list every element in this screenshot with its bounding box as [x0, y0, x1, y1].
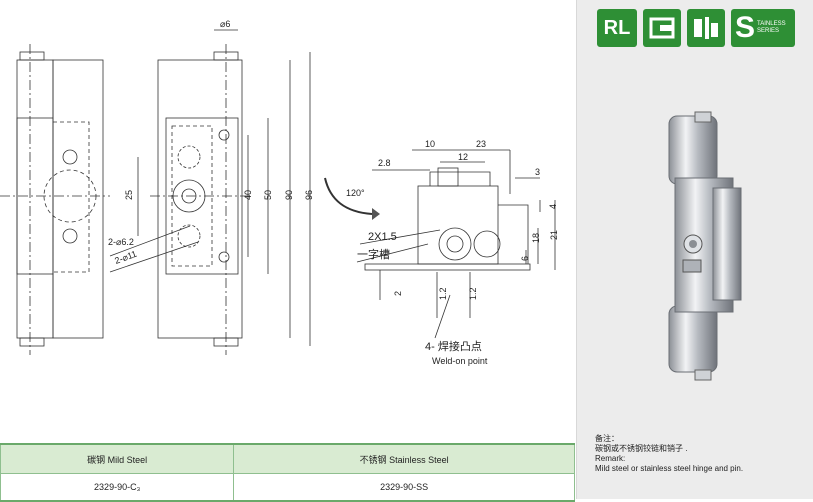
dim-1-2-b: 1.2 — [468, 287, 478, 300]
stainless-s-letter: S — [735, 11, 756, 44]
label-slot: 一字槽 — [357, 247, 390, 261]
dim-d6: ⌀6 — [220, 19, 230, 29]
dim-hole-6-2: 2-⌀6.2 — [108, 237, 134, 247]
hinge-photo — [668, 111, 742, 381]
dim-3: 3 — [535, 167, 540, 177]
front-view — [137, 29, 311, 355]
weld-label-cn: 4- 焊接凸点 — [425, 339, 482, 353]
side-view — [0, 44, 110, 355]
header-stainless-steel: 不锈钢 Stainless Steel — [233, 443, 575, 474]
dim-6: 6 — [520, 256, 530, 261]
dim-96: 96 — [304, 190, 314, 200]
dim-10: 10 — [425, 139, 435, 149]
weld-type-icon — [643, 9, 681, 47]
section-view — [109, 149, 556, 339]
table-header-row: 碳钢 Mild Steel 不锈钢 Stainless Steel — [0, 443, 575, 474]
cell-mild-steel-code: 2329-90-C₃ — [0, 473, 235, 502]
dim-2-8: 2.8 — [378, 158, 391, 168]
remark-label-en: Remark: — [595, 454, 626, 463]
series-word: SERIES — [757, 28, 780, 34]
dim-2: 2 — [393, 291, 403, 296]
remark-text-en: Mild steel or stainless steel hinge and … — [595, 464, 744, 473]
spec-table: 碳钢 Mild Steel 不锈钢 Stainless Steel 2329-9… — [0, 443, 575, 502]
dim-18: 18 — [531, 233, 541, 243]
cell-stainless-code: 2329-90-SS — [233, 473, 575, 502]
dim-angle: 120° — [346, 188, 365, 198]
header-mild-steel: 碳钢 Mild Steel — [0, 443, 235, 474]
remark-text-cn: 碳钢或不锈钢铰链和销子 . — [595, 444, 688, 453]
dim-2x1-5: 2X1.5 — [368, 231, 397, 243]
dim-1-2-a: 1.2 — [438, 287, 448, 300]
remark-block: 备注： 碳钢或不锈钢铰链和销子 . Remark: Mild steel or … — [595, 434, 743, 474]
remark-label-cn: 备注： — [595, 434, 619, 443]
dim-23: 23 — [476, 139, 486, 149]
dim-12: 12 — [458, 152, 468, 162]
dim-40: 40 — [243, 190, 253, 200]
rl-logo: RL — [597, 9, 637, 47]
dim-4: 4 — [548, 204, 558, 209]
dim-25: 25 — [124, 190, 134, 200]
weld-label-en: Weld-on point — [432, 356, 488, 366]
dim-50: 50 — [263, 190, 273, 200]
hinge-type-icon — [687, 9, 725, 47]
dim-21: 21 — [549, 230, 559, 240]
technical-drawing: ⌀6 25 40 50 90 96 2-⌀6.2 2-⌀11 120° 10 2… — [0, 19, 559, 366]
dim-90: 90 — [284, 190, 294, 200]
stainless-word: TAINLESS — [757, 21, 786, 27]
table-row: 2329-90-C₃ 2329-90-SS — [0, 473, 575, 502]
